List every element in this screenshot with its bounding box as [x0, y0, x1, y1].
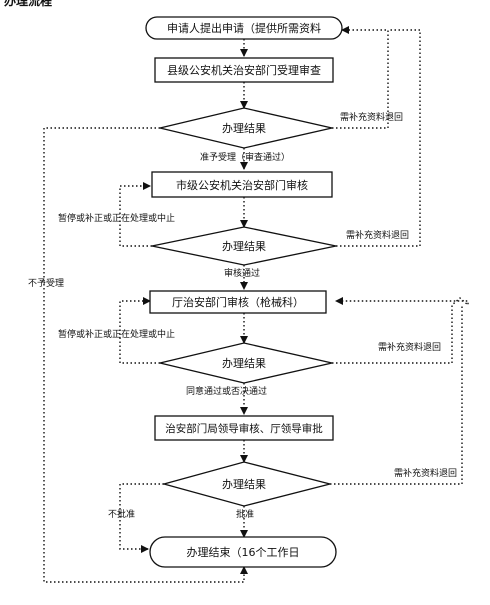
node-decision2: 办理结果 — [151, 226, 337, 266]
node-leader-approval: 治安部门局领导审核、厅领导审批 — [154, 415, 334, 441]
node-leader-approval-label: 治安部门局领导审核、厅领导审批 — [165, 422, 323, 435]
edge-supplement3 — [332, 297, 469, 364]
label-agree: 同意通过或否决通过 — [186, 385, 267, 397]
node-city-review-label: 市级公安机关治安部门审核 — [176, 178, 308, 192]
label-supplement2: 需补充资料退回 — [346, 229, 409, 241]
label-suspend1: 暂停或补正或正在处理或中止 — [58, 212, 175, 224]
node-decision4-label: 办理结果 — [222, 478, 266, 491]
label-accept: 准予受理（审查通过） — [200, 151, 290, 163]
node-county-review-label: 县级公安机关治安部门受理审查 — [167, 63, 321, 77]
node-start-label: 申请人提出申请（提供所需资料 — [167, 21, 321, 35]
label-approved: 批准 — [236, 508, 254, 520]
label-not-approved: 不批准 — [108, 508, 135, 520]
node-decision1: 办理结果 — [159, 107, 333, 149]
node-start: 申请人提出申请（提供所需资料 — [145, 16, 343, 40]
node-end: 办理结束（16个工作日 — [149, 536, 337, 568]
label-supplement3: 需补充资料退回 — [378, 341, 441, 353]
node-decision2-label: 办理结果 — [222, 240, 266, 253]
edge-reject — [43, 127, 248, 583]
connectors — [43, 26, 469, 583]
edge-supplement1 — [332, 26, 389, 129]
label-supplement1: 需补充资料退回 — [340, 111, 403, 123]
edge-not-approved — [119, 483, 164, 553]
label-reject: 不予受理 — [28, 277, 64, 289]
label-suspend2: 暂停或补正或正在处理或中止 — [58, 328, 175, 340]
node-decision1-label: 办理结果 — [222, 122, 266, 135]
node-decision4: 办理结果 — [161, 461, 331, 507]
node-decision3-label: 办理结果 — [222, 357, 266, 370]
node-dept-review-label: 厅治安部门审核（枪械科） — [172, 295, 304, 309]
edge-supplement2 — [336, 29, 421, 247]
node-end-label: 办理结束（16个工作日 — [187, 546, 300, 559]
edge-suspend1 — [119, 182, 152, 247]
header-partial: 办理流程 — [4, 0, 52, 8]
node-dept-review: 厅治安部门审核（枪械科） — [149, 290, 327, 314]
node-county-review: 县级公安机关治安部门受理审查 — [154, 57, 334, 83]
edge-labels: 需补充资料退回 准予受理（审查通过） 暂停或补正或正在处理或中止 需补充资料退回… — [28, 111, 457, 520]
label-review-pass: 审核通过 — [224, 267, 260, 279]
node-city-review: 市级公安机关治安部门审核 — [151, 171, 333, 198]
node-decision3: 办理结果 — [159, 342, 333, 384]
label-supplement4: 需补充资料退回 — [394, 467, 457, 479]
edge-supplement4 — [330, 305, 463, 485]
edge-suspend2 — [119, 297, 160, 364]
